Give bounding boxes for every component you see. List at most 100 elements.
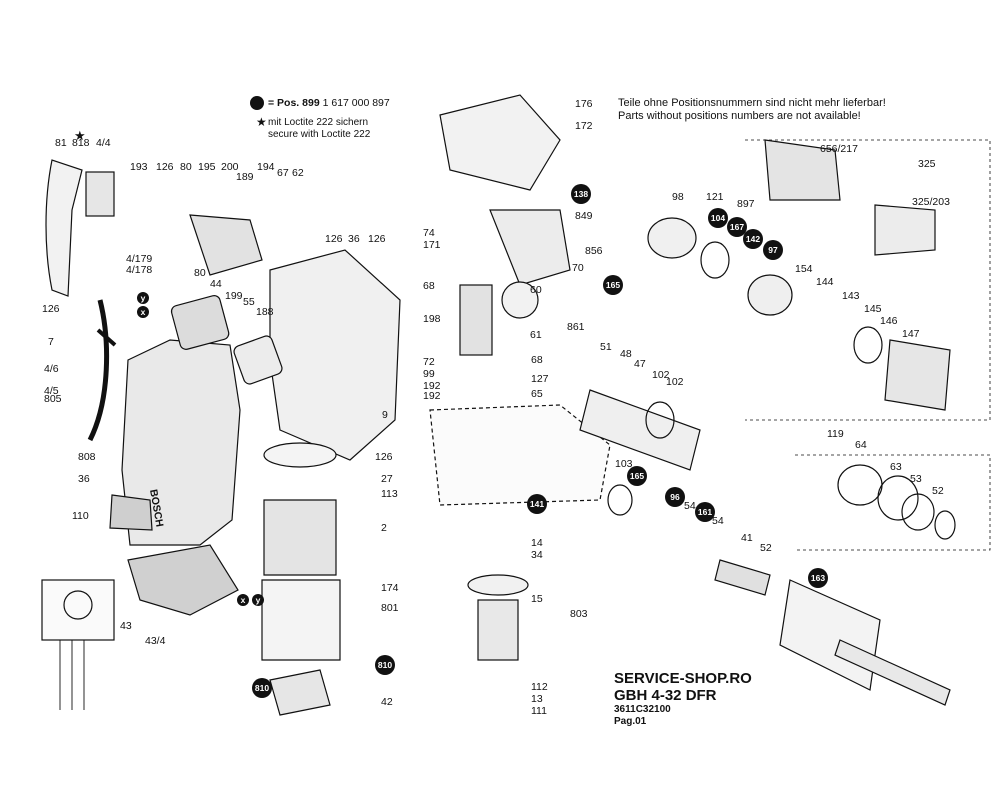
badge-circle-icon — [527, 494, 547, 514]
loctite-line-de: mit Loctite 222 sichern — [268, 117, 369, 128]
callout-label: 54 — [684, 500, 696, 512]
callout-label: 808 — [78, 451, 96, 463]
position-badge: 161 — [695, 502, 715, 522]
ring-98-drawing — [647, 217, 697, 259]
callout-label: 127 — [531, 373, 549, 385]
callout-label: 68 — [531, 354, 543, 366]
wire-marker-letter: x — [141, 307, 146, 317]
badge-number: 167 — [730, 222, 744, 232]
callout-label: 80 — [180, 161, 192, 173]
callout-label: 146 — [880, 315, 898, 327]
side-cover-drawing — [109, 494, 153, 531]
badge-circle-icon — [375, 655, 395, 675]
group-box-bottom-drawing — [795, 454, 991, 551]
badge-circle-icon — [695, 502, 715, 522]
callout-label: 62 — [292, 167, 304, 179]
availability-note-en: Parts without positions numbers are not … — [618, 110, 861, 122]
callout-label: 856 — [585, 245, 603, 257]
gear-housing-ghost-drawing — [429, 404, 611, 506]
position-badge: 163 — [808, 568, 828, 588]
callout-label: 70 — [572, 262, 584, 274]
ring-103-drawing — [607, 484, 633, 516]
position-badge: 167 — [727, 217, 747, 237]
badge-circle-icon — [252, 678, 272, 698]
callout-label: 198 — [423, 313, 441, 325]
badge-number: 104 — [711, 213, 725, 223]
legend: = Pos. 899 1 617 000 897 — [250, 96, 390, 110]
ring-53-drawing — [901, 493, 935, 531]
callout-label: 861 — [567, 321, 585, 333]
gear-housing-drawing — [269, 249, 401, 461]
star-marker-icon: ★ — [74, 128, 86, 143]
callout-label: 200 — [221, 161, 239, 173]
callout-label: 52 — [932, 485, 944, 497]
position-badge: 141 — [527, 494, 547, 514]
callout-label: 174 — [381, 582, 399, 594]
badge-number: 97 — [768, 245, 778, 255]
title-block: SERVICE-SHOP.RO GBH 4-32 DFR 3611C32100 … — [614, 670, 752, 728]
brush-plate-drawing — [269, 669, 331, 716]
availability-note: Teile ohne Positionsnummern sind nicht m… — [618, 97, 886, 123]
loctite-line-en: secure with Loctite 222 — [268, 129, 371, 140]
badge-number: 165 — [606, 280, 620, 290]
callout-label: 9 — [382, 409, 388, 421]
callout-label: 171 — [423, 239, 441, 251]
callout-label: 801 — [381, 602, 399, 614]
wire-marker: y — [137, 292, 149, 304]
gear-stack-drawing — [459, 284, 493, 356]
callout-label: 54 — [712, 515, 724, 527]
callout-label: 55 — [243, 296, 255, 308]
wire-marker-letter: x — [241, 595, 246, 605]
callout-label: 849 — [575, 210, 593, 222]
schematic-box-drawing — [41, 579, 115, 641]
availability-note-de: Teile ohne Positionsnummern sind nicht m… — [618, 97, 886, 109]
cable-drawing — [87, 299, 110, 442]
callout-label: 144 — [816, 276, 834, 288]
wire-marker-letter: y — [256, 595, 261, 605]
position-badge: 810 — [252, 678, 272, 698]
callout-label: 188 — [256, 306, 274, 318]
callout-label: 72 — [423, 356, 435, 368]
callout-label: 61 — [530, 329, 542, 341]
striker-drawing — [714, 559, 771, 596]
legend-pos-label: = Pos. 899 — [268, 96, 320, 109]
badge-circle-icon — [727, 217, 747, 237]
callout-label: 80 — [194, 267, 206, 279]
callout-label: 99 — [423, 368, 435, 380]
callout-label: 119 — [827, 428, 844, 440]
badge-circle-icon — [763, 240, 783, 260]
tool-holder-drawing — [779, 579, 881, 691]
stator-drawing — [263, 499, 337, 576]
callout-label: 7 — [48, 336, 54, 348]
callout-label: 126 — [375, 451, 393, 463]
callout-label: 325 — [918, 158, 936, 170]
callout-label: 102 — [652, 369, 670, 381]
badge-number: 142 — [746, 234, 760, 244]
callout-label: 36 — [348, 233, 360, 245]
callout-label: 126 — [42, 303, 60, 315]
badge-circle-icon — [627, 466, 647, 486]
badge-circle-icon — [808, 568, 828, 588]
position-badge: 96 — [665, 487, 685, 507]
callout-label: 15 — [531, 593, 543, 605]
armature-fan-drawing — [467, 574, 529, 596]
callout-label: 44 — [210, 278, 222, 290]
model-code: 3611C32100 — [614, 704, 671, 715]
wire-marker: y — [252, 594, 264, 606]
callout-label: 4/4 — [96, 137, 111, 149]
legend-part-number: 1 617 000 897 — [322, 96, 390, 109]
loctite-note: ★ mit Loctite 222 sichern secure with Lo… — [256, 116, 371, 141]
callout-label: 43 — [120, 620, 132, 632]
callout-label: 154 — [795, 263, 813, 275]
badge-number: 161 — [698, 507, 712, 517]
ring-64-drawing — [837, 464, 883, 506]
gear-cover-drawing — [439, 94, 561, 191]
base-housing-drawing — [127, 544, 239, 616]
callout-label: 63 — [890, 461, 902, 473]
position-badge: 138 — [571, 184, 591, 204]
ring-154-drawing — [747, 274, 793, 316]
badge-number: 810 — [255, 683, 269, 693]
callout-label: 74 — [423, 227, 435, 239]
